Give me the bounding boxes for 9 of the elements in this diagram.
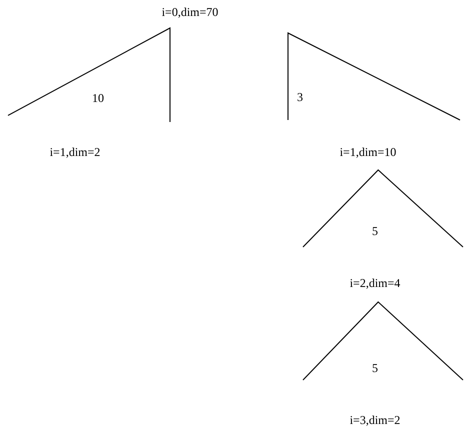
value-text: 5	[372, 224, 378, 238]
value-text: 5	[372, 361, 378, 375]
node-label: i=1,dim=10	[340, 145, 396, 159]
node-label: i=0,dim=70	[162, 5, 218, 19]
node-label: i=3,dim=2	[350, 413, 400, 427]
value-text: 10	[92, 91, 104, 105]
node-label: i=1,dim=2	[50, 145, 100, 159]
value-text: 3	[297, 90, 303, 104]
node-label: i=2,dim=4	[350, 276, 400, 290]
